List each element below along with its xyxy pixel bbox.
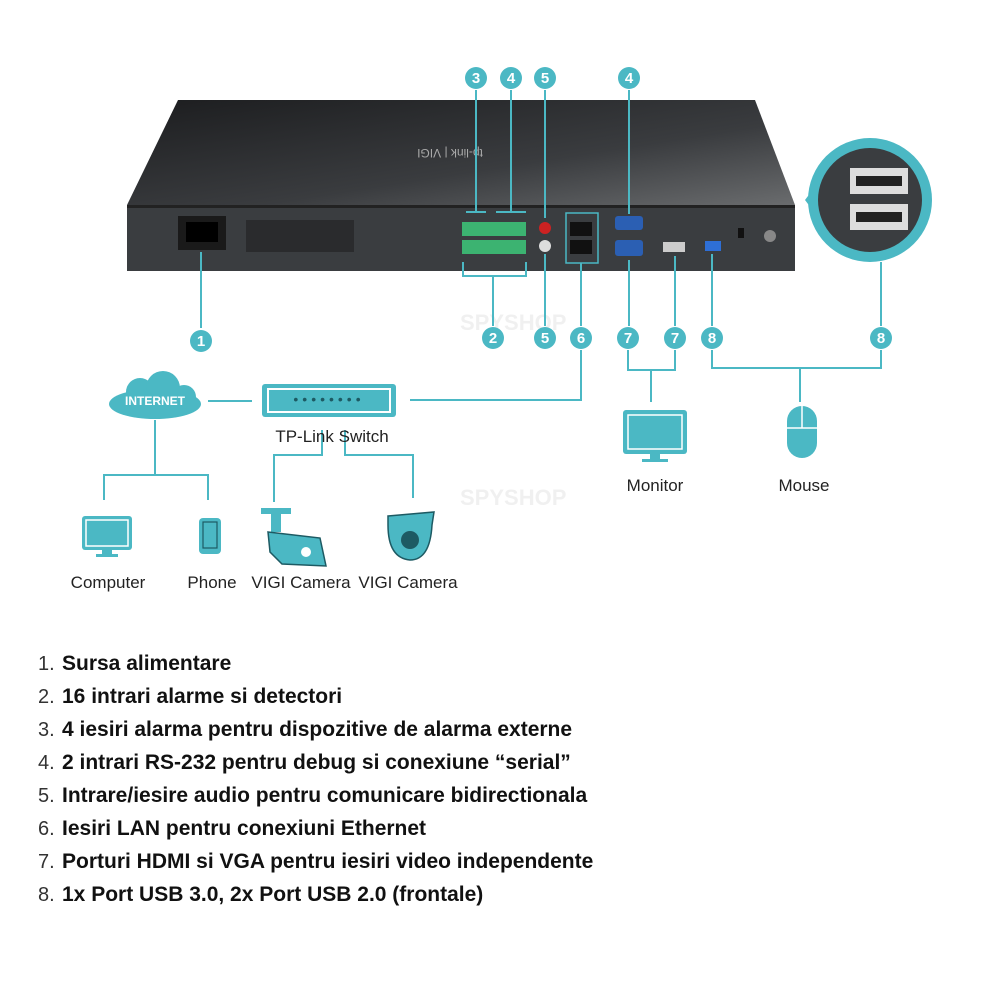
callout-lines [103,90,882,502]
switch-label: TP-Link Switch [275,427,388,446]
alarm-terminals [462,222,526,254]
lan-port-1 [570,222,592,236]
svg-text:SPYSHOP: SPYSHOP [460,485,566,510]
svg-text:5: 5 [541,330,549,347]
hdmi-port [663,242,685,252]
callouts-bottom: 1 2 5 6 7 7 8 8 [190,327,892,352]
svg-text:8: 8 [877,330,885,347]
phone-label: Phone [187,573,236,592]
mouse-icon [787,406,817,458]
usb3-port [705,241,721,251]
computer-label: Computer [71,573,146,592]
svg-text:8: 8 [708,330,716,347]
camera2-label: VIGI Camera [358,573,458,592]
callout-badge: 1 [190,330,212,352]
feature-item: 7.Porturi HDMI si VGA pentru iesiri vide… [38,850,594,873]
feature-item: 4.2 intrari RS-232 pentru debug si conex… [38,751,571,774]
feature-item: 3.4 iesiri alarma pentru dispozitive de … [38,718,573,741]
svg-text:4: 4 [507,70,516,87]
vent-grille [246,220,354,252]
nvr-connection-diagram: SPYSHOP SPYSHOP SPYSHOP tp-link | VIGI [71,67,932,592]
callout-badge: 4 [618,67,640,89]
callout-badge: 8 [701,327,723,349]
feature-item: 1.Sursa alimentare [38,652,232,675]
svg-text:2: 2 [489,330,497,347]
switch-icon: •••••••• [262,384,396,417]
callout-badge: 7 [617,327,639,349]
svg-text:5: 5 [541,70,549,87]
svg-text:7: 7 [624,330,632,347]
feature-item: 5.Intrare/iesire audio pentru comunicare… [38,784,588,807]
svg-text:4: 4 [625,70,634,87]
dome-camera-icon [387,511,435,561]
feature-list: 1.Sursa alimentare 2.16 intrari alarme s… [38,652,593,916]
nvr-device: tp-link | VIGI [127,100,795,271]
feature-item: 8.1x Port USB 3.0, 2x Port USB 2.0 (fron… [38,883,484,906]
svg-text:6: 6 [577,330,585,347]
rs232-port [615,216,643,230]
feature-item: 2.16 intrari alarme si detectori [38,685,343,708]
watermark: SPYSHOP SPYSHOP SPYSHOP [460,310,566,510]
monitor-label: Monitor [627,476,684,495]
usb-front-inset [805,138,932,262]
audio-out-port [539,240,551,252]
callout-badge: 5 [534,67,556,89]
callout-badge: 4 [500,67,522,89]
bullet-camera-icon [261,508,327,567]
vga-port [615,240,643,256]
audio-in-port [539,222,551,234]
callout-badge: 8 [870,327,892,349]
svg-text:1: 1 [197,333,205,350]
callout-badge: 2 [482,327,504,349]
brand-logo: tp-link | VIGI [417,146,483,160]
callouts-top: 3 4 5 4 [465,67,640,89]
feature-item: 6.Iesiri LAN pentru conexiuni Ethernet [38,817,427,840]
computer-icon [82,516,132,557]
monitor-icon [623,410,687,462]
svg-text:3: 3 [472,70,480,87]
callout-badge: 3 [465,67,487,89]
lan-port-2 [570,240,592,254]
callout-badge: 7 [664,327,686,349]
svg-text:7: 7 [671,330,679,347]
callout-badge: 6 [570,327,592,349]
callout-badge: 5 [534,327,556,349]
svg-text:••••••••: •••••••• [293,391,364,407]
camera1-label: VIGI Camera [251,573,351,592]
phone-icon [199,518,221,554]
mouse-label: Mouse [778,476,829,495]
svg-text:INTERNET: INTERNET [125,394,186,408]
internet-cloud-icon: INTERNET [109,371,201,419]
